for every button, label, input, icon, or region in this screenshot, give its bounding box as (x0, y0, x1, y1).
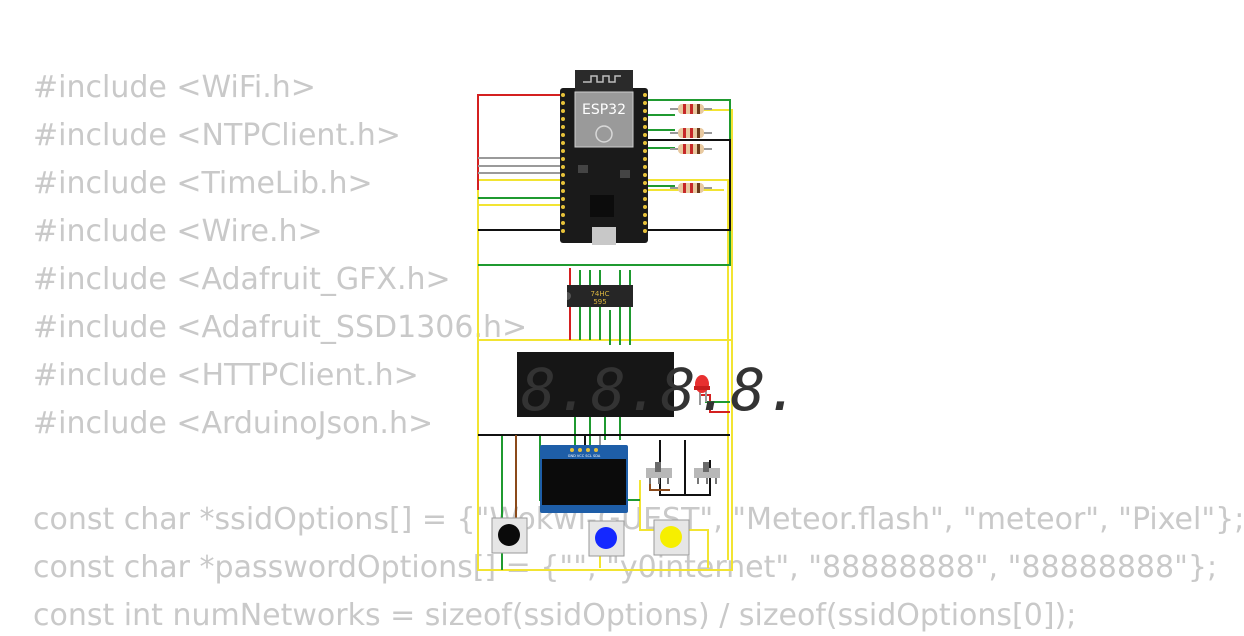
resistor[interactable] (670, 183, 712, 193)
black-push-button[interactable] (491, 517, 528, 554)
slide-switch[interactable] (646, 462, 672, 484)
esp32-board[interactable]: ESP32 (560, 70, 648, 245)
code-line-6: #include <Adafruit_SSD1306.h> (33, 310, 528, 345)
resistor[interactable] (670, 144, 712, 154)
esp32-pins (561, 93, 647, 233)
wire-yellow (477, 109, 733, 571)
wire-red (477, 94, 560, 190)
display-digits: 8.8.8.8. (521, 356, 800, 424)
espressif-logo-icon (595, 125, 613, 143)
blue-push-button[interactable] (588, 520, 625, 557)
chip-label-595: 595 (593, 298, 606, 306)
code-line-3: #include <TimeLib.h> (33, 166, 373, 201)
code-line-2: #include <NTPClient.h> (33, 118, 401, 153)
wire-yellow (690, 529, 709, 568)
code-line-1: #include <WiFi.h> (33, 70, 316, 105)
red-led[interactable] (694, 375, 710, 405)
oled-pin-labels: GND VCC SCL SDA (568, 454, 601, 458)
code-line-8: #include <ArduinoJson.h> (33, 406, 434, 441)
wire-yellow (648, 179, 729, 560)
code-editor-background: #include <WiFi.h> #include <NTPClient.h>… (33, 0, 1244, 633)
circuit-diagram: ESP32 (477, 70, 800, 571)
resistor[interactable] (670, 128, 712, 138)
chip-label-74hc: 74HC (590, 290, 609, 298)
code-line-12: const int numNetworks = sizeof(ssidOptio… (33, 598, 1077, 633)
oled-display[interactable]: GND VCC SCL SDA (540, 445, 628, 513)
resistor[interactable] (670, 104, 712, 114)
code-line-5: #include <Adafruit_GFX.h> (33, 262, 451, 297)
code-line-4: #include <Wire.h> (33, 214, 323, 249)
shift-register-chip[interactable]: 74HC 595 (567, 285, 633, 307)
usb-port-icon (592, 227, 616, 245)
slide-switch[interactable] (694, 462, 720, 484)
yellow-push-button[interactable] (653, 519, 690, 556)
code-line-7: #include <HTTPClient.h> (33, 358, 419, 393)
seven-segment-display[interactable]: 8.8.8.8. (517, 352, 800, 424)
svg-text:8.8.8.8.: 8.8.8.8. (521, 356, 800, 424)
code-line-11: const char *passwordOptions[] = {"", "y0… (33, 550, 1218, 585)
esp32-label: ESP32 (582, 102, 626, 118)
